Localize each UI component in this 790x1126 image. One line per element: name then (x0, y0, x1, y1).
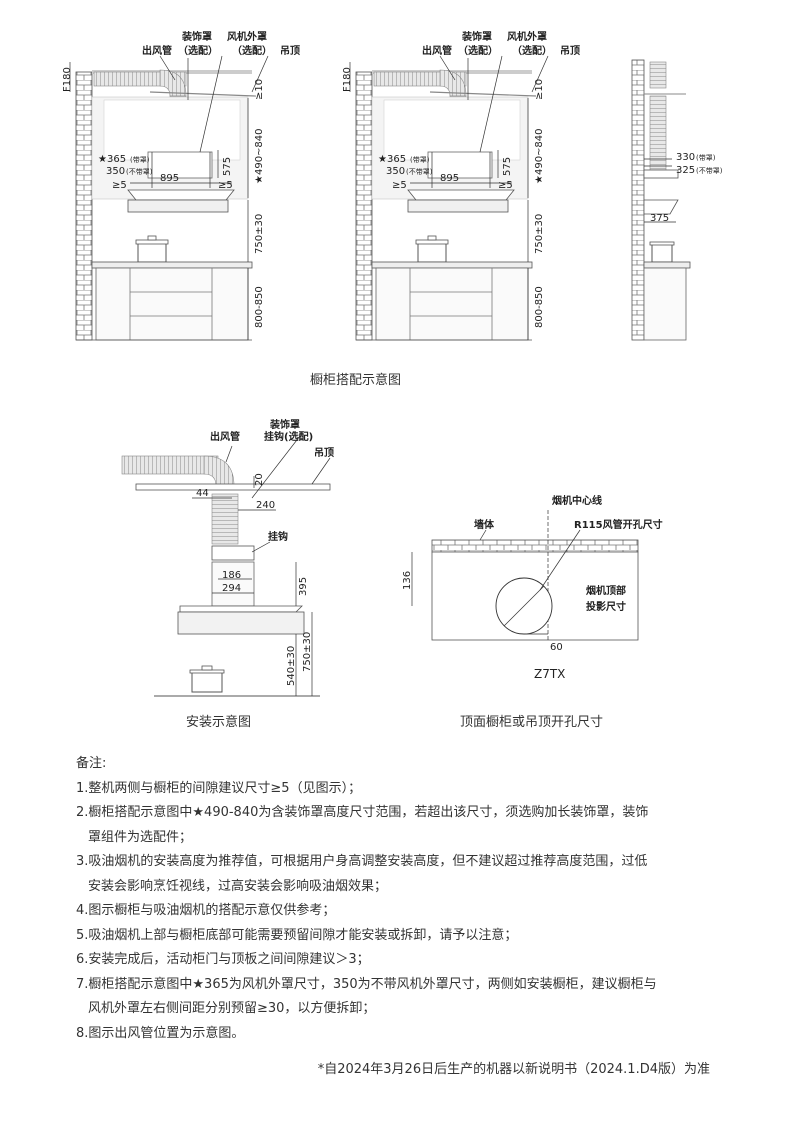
dim-330: 330 (676, 152, 695, 163)
dim-895: 895 (160, 173, 179, 184)
dim-365: ★365 (98, 154, 126, 165)
dim-575: 575 (222, 157, 233, 176)
dim-350-2: 350 (386, 166, 405, 177)
dim-800-2: 800-850 (534, 286, 545, 328)
dim-490-840-2: ★490~840 (534, 128, 545, 184)
dim-44: 44 (196, 488, 209, 499)
note-item-2-cont: 罩组件为选配件； (88, 829, 193, 845)
caption-install: 安装示意图 (186, 714, 251, 730)
dim-ge5-left: ≥5 (112, 180, 127, 191)
dim-490-840: ★490~840 (254, 128, 265, 184)
label-fan-cover-2: 风机外罩 (507, 30, 547, 43)
label-decor-cover-install: 装饰罩 (269, 418, 300, 431)
install-diagram (121, 435, 331, 697)
note-item-2: 2.橱柜搭配示意图中★490-840为含装饰罩高度尺寸范围，若超出该尺寸，须选购… (76, 805, 649, 820)
dim-136: 136 (402, 571, 413, 590)
dim-325: 325 (676, 165, 695, 176)
label-hook-optional: 挂钩(选配) (264, 430, 313, 443)
dim-186: 186 (222, 570, 241, 581)
label-projection-2: 投影尺寸 (586, 600, 626, 613)
label-decor-cover-2: 装饰罩 (461, 30, 492, 43)
dim-575-2: 575 (502, 157, 513, 176)
dim-350-note: (不带罩) (126, 168, 153, 176)
cabinet-diagram-middle (349, 55, 549, 341)
note-item-3-cont: 安装会影响烹饪视线，过高安装会影响吸油烟效果； (88, 878, 388, 894)
caption-cabinet: 橱柜搭配示意图 (310, 372, 401, 388)
dim-ge5-right-2: ≥5 (498, 180, 513, 191)
footer-note: *自2024年3月26日后生产的机器以新说明书（2024.1.D4版）为准 (317, 1062, 710, 1077)
dim-800: 800-850 (254, 286, 265, 328)
dim-294: 294 (222, 583, 241, 594)
label-r115: R115风管开孔尺寸 (574, 518, 663, 531)
cabinet-diagram-side (631, 59, 691, 341)
label-fan-cover: 风机外罩 (227, 30, 267, 43)
dim-540: 540±30 (286, 646, 297, 686)
dim-ge10-2: ≥10 (534, 79, 545, 100)
cabinet-diagram-left (69, 55, 269, 341)
note-item-7-cont: 风机外罩左右侧间距分别预留≥30，以方便拆卸； (88, 1001, 376, 1016)
label-decor-optional-2: （选配） (458, 44, 498, 57)
model-label: Z7TX (534, 667, 565, 681)
label-decor-cover: 装饰罩 (181, 30, 212, 43)
label-outlet-pipe-2: 出风管 (422, 44, 452, 57)
dim-365-note-2: (带罩) (410, 156, 430, 164)
dim-240: 240 (256, 500, 275, 511)
label-fan-optional-2: （选配） (512, 44, 552, 57)
label-outlet-pipe: 出风管 (142, 44, 172, 57)
dim-750-install: 750±30 (302, 632, 313, 672)
dim-365-2: ★365 (378, 154, 406, 165)
dim-f180: F180 (62, 67, 73, 92)
dim-60: 60 (550, 642, 563, 653)
notes-section: 备注: 1.整机两侧与橱柜的间隙建议尺寸≥5（见图示）； 2.橱柜搭配示意图中★… (76, 752, 726, 1046)
label-projection-1: 烟机顶部 (586, 584, 626, 597)
note-item-3: 3.吸油烟机的安装高度为推荐值，可根据用户身高调整安装高度，但不建议超过推荐高度… (76, 854, 648, 869)
dim-750: 750±30 (254, 214, 265, 254)
dim-395: 395 (298, 577, 309, 596)
dim-325-note: (不带罩) (696, 167, 723, 175)
dim-ge5-right: ≥5 (218, 180, 233, 191)
notes-heading: 备注: (76, 756, 107, 771)
label-ceiling: 吊顶 (280, 45, 300, 57)
dim-895-2: 895 (440, 173, 459, 184)
dim-ge10: ≥10 (254, 79, 265, 100)
dim-ge5-left-2: ≥5 (392, 180, 407, 191)
dim-20: 20 (254, 473, 265, 486)
caption-top-view: 顶面橱柜或吊顶开孔尺寸 (460, 715, 603, 730)
label-hook: 挂钩 (268, 530, 288, 543)
dim-350-note-2: (不带罩) (406, 168, 433, 176)
note-item-4: 4.图示橱柜与吸油烟机的搭配示意仅供参考； (76, 903, 336, 918)
note-item-7: 7.橱柜搭配示意图中★365为风机外罩尺寸，350为不带风机外罩尺寸，两侧如安装… (76, 976, 657, 992)
dim-f180-2: F180 (342, 67, 353, 92)
label-wall: 墙体 (474, 518, 495, 531)
top-view-diagram (411, 510, 639, 641)
dim-350: 350 (106, 166, 125, 177)
dim-375: 375 (650, 213, 669, 224)
label-decor-optional: （选配） (178, 44, 218, 57)
label-fan-optional: （选配） (232, 44, 272, 57)
dim-365-note: (带罩) (130, 156, 150, 164)
note-item-5: 5.吸油烟机上部与橱柜底部可能需要预留间隙才能安装或拆卸，请予以注意； (76, 927, 518, 943)
note-item-8: 8.图示出风管位置为示意图。 (76, 1025, 245, 1041)
dim-750-2: 750±30 (534, 214, 545, 254)
dim-330-note: (带罩) (696, 154, 716, 162)
note-item-6: 6.安装完成后，活动柜门与顶板之间间隙建议＞3； (76, 952, 370, 967)
label-ceiling-install: 吊顶 (314, 447, 334, 459)
label-outlet-pipe-install: 出风管 (210, 430, 240, 443)
note-item-1: 1.整机两侧与橱柜的间隙建议尺寸≥5（见图示）； (76, 780, 362, 796)
label-hood-center: 烟机中心线 (552, 494, 602, 507)
label-ceiling-2: 吊顶 (560, 45, 580, 57)
